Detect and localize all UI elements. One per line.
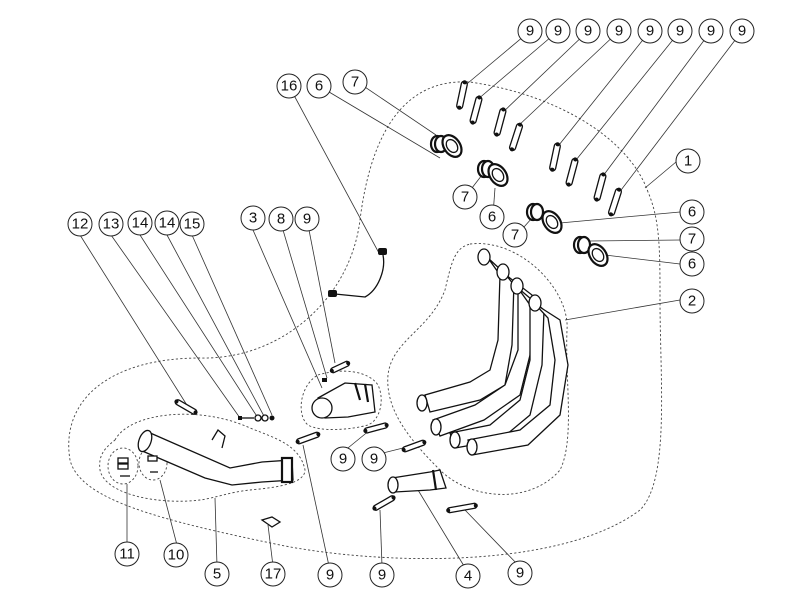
- svg-text:6: 6: [488, 209, 496, 226]
- svg-text:6: 6: [688, 256, 696, 273]
- callout-7[interactable]: 7: [452, 184, 478, 210]
- callout-8[interactable]: 8: [268, 206, 294, 232]
- callout-2[interactable]: 2: [679, 288, 705, 314]
- callout-16[interactable]: 16: [276, 73, 302, 99]
- callout-7[interactable]: 7: [502, 222, 528, 248]
- svg-text:11: 11: [119, 546, 135, 563]
- callout-labels: 9 9 9 9 9 9 9 9 16 6 7 7 6 7 1 6 7 6 2 1…: [67, 18, 755, 589]
- callout-12[interactable]: 12: [67, 211, 93, 237]
- small-hardware: [117, 399, 478, 528]
- callout-4[interactable]: 4: [455, 563, 481, 589]
- svg-text:9: 9: [707, 23, 715, 40]
- callout-10[interactable]: 10: [163, 542, 189, 568]
- svg-text:9: 9: [516, 565, 524, 582]
- svg-text:13: 13: [103, 216, 120, 233]
- svg-text:12: 12: [72, 216, 89, 233]
- callout-15[interactable]: 15: [179, 211, 205, 237]
- leader-lines: [79, 30, 743, 567]
- callout-6[interactable]: 6: [306, 73, 332, 99]
- svg-text:7: 7: [511, 227, 519, 244]
- callout-9[interactable]: 9: [729, 18, 755, 44]
- outline-muffler-group: [99, 413, 306, 502]
- svg-text:2: 2: [688, 293, 696, 310]
- callout-9[interactable]: 9: [330, 446, 356, 472]
- callout-14[interactable]: 14: [154, 210, 180, 236]
- callout-6[interactable]: 6: [679, 251, 705, 277]
- callout-9[interactable]: 9: [317, 562, 343, 588]
- callout-14[interactable]: 14: [127, 210, 153, 236]
- svg-text:6: 6: [688, 204, 696, 221]
- svg-text:1: 1: [684, 153, 692, 170]
- svg-text:14: 14: [159, 215, 176, 232]
- callout-9[interactable]: 9: [361, 446, 387, 472]
- callout-9[interactable]: 9: [637, 18, 663, 44]
- callout-13[interactable]: 13: [98, 211, 124, 237]
- svg-text:9: 9: [303, 211, 311, 228]
- svg-text:9: 9: [339, 451, 347, 468]
- callout-11[interactable]: 11: [114, 541, 140, 567]
- svg-text:9: 9: [554, 23, 562, 40]
- svg-text:7: 7: [351, 74, 359, 91]
- svg-text:9: 9: [646, 23, 654, 40]
- link-pipe: [387, 469, 447, 494]
- svg-text:7: 7: [461, 189, 469, 206]
- springs-top: [456, 80, 623, 217]
- gaskets-and-flanges: [429, 134, 609, 267]
- sensor-cable: [328, 248, 387, 298]
- callout-9[interactable]: 9: [517, 18, 543, 44]
- callout-1[interactable]: 1: [675, 148, 701, 174]
- outline-fastener-kit-10: [138, 445, 168, 481]
- callout-7[interactable]: 7: [679, 226, 705, 252]
- callout-9[interactable]: 9: [545, 18, 571, 44]
- callout-7[interactable]: 7: [342, 69, 368, 95]
- svg-text:9: 9: [526, 23, 534, 40]
- svg-text:9: 9: [326, 567, 334, 584]
- muffler: [137, 429, 294, 486]
- svg-text:7: 7: [688, 231, 696, 248]
- svg-text:9: 9: [584, 23, 592, 40]
- callout-17[interactable]: 17: [260, 561, 286, 587]
- outline-collector-group: [300, 370, 382, 430]
- callout-9[interactable]: 9: [575, 18, 601, 44]
- svg-text:9: 9: [378, 567, 386, 584]
- svg-text:9: 9: [615, 23, 623, 40]
- svg-text:16: 16: [281, 78, 298, 95]
- callout-6[interactable]: 6: [679, 199, 705, 225]
- callout-6[interactable]: 6: [479, 204, 505, 230]
- svg-text:6: 6: [315, 78, 323, 95]
- callout-9[interactable]: 9: [606, 18, 632, 44]
- svg-text:3: 3: [249, 210, 257, 227]
- outline-headers-group: [387, 243, 569, 495]
- collector: [311, 360, 376, 419]
- header-pipes: [416, 248, 569, 456]
- callout-9[interactable]: 9: [507, 560, 533, 586]
- svg-text:10: 10: [168, 547, 185, 564]
- callout-9[interactable]: 9: [698, 18, 724, 44]
- svg-text:15: 15: [184, 216, 201, 233]
- callout-3[interactable]: 3: [240, 205, 266, 231]
- callout-5[interactable]: 5: [204, 561, 230, 587]
- svg-text:5: 5: [213, 566, 221, 583]
- svg-text:4: 4: [464, 568, 472, 585]
- svg-text:9: 9: [676, 23, 684, 40]
- callout-9[interactable]: 9: [294, 206, 320, 232]
- callout-9[interactable]: 9: [369, 562, 395, 588]
- svg-text:9: 9: [370, 451, 378, 468]
- outline-complete-system: [68, 81, 663, 560]
- callout-9[interactable]: 9: [667, 18, 693, 44]
- svg-text:9: 9: [738, 23, 746, 40]
- outline-fastener-kit-11: [107, 447, 139, 485]
- svg-text:8: 8: [277, 211, 285, 228]
- svg-text:14: 14: [132, 215, 149, 232]
- svg-text:17: 17: [265, 566, 282, 583]
